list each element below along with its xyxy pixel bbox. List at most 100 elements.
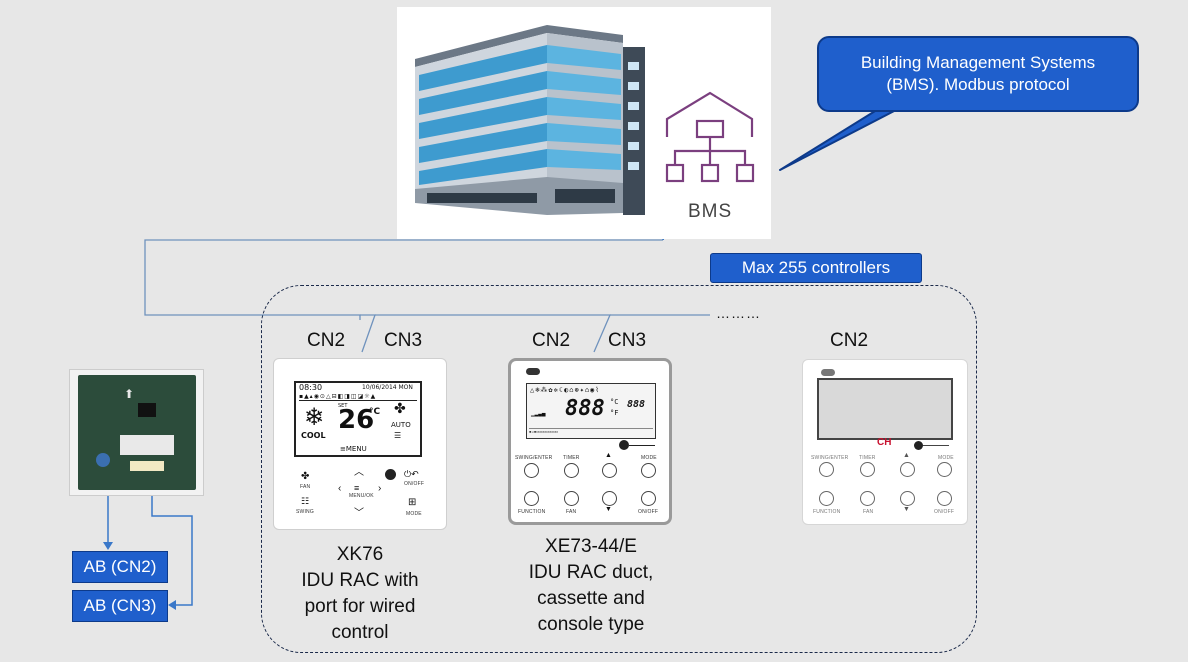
ab-cn2-box: AB (CN2) xyxy=(72,551,168,583)
building-illustration xyxy=(415,25,755,215)
ab-cn3-arrow xyxy=(168,600,176,610)
chevron-down-icon[interactable]: ﹀ xyxy=(354,508,364,519)
chevron-up-icon[interactable]: ︿ xyxy=(354,467,364,478)
xe73-icon-row: △❄⁂✿✲☾◐⌂⊛✦⌂◉⌇ xyxy=(530,386,600,394)
xk76-mode: COOL xyxy=(301,431,326,440)
third-btn-label-1: SWING/ENTER xyxy=(811,455,849,461)
callout-line-1: Building Management Systems xyxy=(860,53,1096,72)
fan-button-label: FAN xyxy=(300,484,311,490)
sensor-dot xyxy=(914,441,923,450)
menu-ok-label: MENU/OK xyxy=(349,493,374,499)
wifi-badge xyxy=(821,369,835,376)
xk76-time: 08:30 xyxy=(299,383,323,392)
xk76-controller: 08:30 10/06/2014 MON ▪▲▴◉⊙△⊟◧◨◫◪☼▲ ❄ COO… xyxy=(273,358,447,530)
sensor-dot xyxy=(619,440,629,450)
third-btn-label-6: FAN xyxy=(863,509,874,515)
swing-icon: ☰ xyxy=(394,431,402,440)
power-icon[interactable]: ⏻↶ xyxy=(404,469,419,479)
third-cn2-label: CN2 xyxy=(830,330,869,351)
bms-network-icon xyxy=(665,91,755,183)
swing-button-icon[interactable]: ☷ xyxy=(301,496,310,506)
xk76-cn2-label: CN2 xyxy=(307,330,346,351)
down-button[interactable] xyxy=(602,491,617,506)
mode-label: MODE xyxy=(406,511,422,517)
bus-line xyxy=(144,239,663,320)
function-button[interactable] xyxy=(819,491,834,506)
xe73-status-row: ▪▫▪▭▭▭▭▭▭▭▭▭ xyxy=(529,428,653,436)
xk76-temp: 26 xyxy=(338,405,375,435)
xe73-btn-label-8: ON/OFF xyxy=(638,509,659,515)
chevron-left-icon[interactable]: ‹ xyxy=(338,483,342,494)
sensor-dot xyxy=(385,469,396,480)
xe73-caption: XE73-44/E IDU RAC duct, cassette and con… xyxy=(505,534,677,638)
mode-button[interactable] xyxy=(641,463,656,478)
sensor-line xyxy=(629,445,655,446)
xk76-unit: °C xyxy=(369,407,381,417)
max-controllers-tag: Max 255 controllers xyxy=(710,253,922,283)
xe73-digits: 888 xyxy=(565,396,605,421)
menu-icon[interactable]: ≡ xyxy=(354,483,360,493)
xe73-caption-line-2: IDU RAC duct, xyxy=(528,562,654,583)
function-button[interactable] xyxy=(524,491,539,506)
up-button[interactable] xyxy=(900,462,915,477)
third-controller: CH SWING/ENTER TIMER ▲ MODE FUNCTION FAN… xyxy=(802,359,968,525)
fan-button[interactable] xyxy=(564,491,579,506)
xe73-unit-f: °F xyxy=(610,409,619,417)
xk76-cn3-label: CN3 xyxy=(384,330,423,351)
xk76-caption-line-4: control xyxy=(331,622,389,643)
snowflake-icon: ❄ xyxy=(304,403,325,431)
swing-enter-button[interactable] xyxy=(524,463,539,478)
third-screen xyxy=(817,378,953,440)
xk76-screen: 08:30 10/06/2014 MON ▪▲▴◉⊙△⊟◧◨◫◪☼▲ ❄ COO… xyxy=(294,381,422,457)
timer-button[interactable] xyxy=(860,462,875,477)
onoff-button[interactable] xyxy=(937,491,952,506)
onoff-button[interactable] xyxy=(641,491,656,506)
ellipsis: ……… xyxy=(716,305,761,321)
pcb-terminal-block xyxy=(120,435,174,455)
xk76-caption-line-3: port for wired xyxy=(304,596,416,617)
pcb-arrow-icon: ⬆ xyxy=(124,387,135,401)
third-btn-label-4: MODE xyxy=(938,455,954,461)
xe73-cn2-label: CN2 xyxy=(532,330,571,351)
third-btn-label-3: ▲ xyxy=(903,452,910,459)
xe73-btn-label-4: MODE xyxy=(641,455,657,461)
mode-button[interactable] xyxy=(937,462,952,477)
wifi-badge xyxy=(526,368,540,375)
fan-button-icon[interactable]: ✤ xyxy=(301,471,310,482)
xe73-unit-c: °C xyxy=(610,398,619,406)
ab-cn3-box: AB (CN3) xyxy=(72,590,168,622)
down-button[interactable] xyxy=(900,491,915,506)
xk76-set-label: SET xyxy=(338,403,348,409)
xe73-btn-label-6: FAN xyxy=(566,509,577,515)
xk76-menu: ≡MENU xyxy=(340,445,367,453)
up-button[interactable] xyxy=(602,463,617,478)
xk76-caption-line-2: IDU RAC with xyxy=(301,570,419,591)
swing-button-label: SWING xyxy=(296,509,314,515)
pcb-label-sticker xyxy=(130,461,164,471)
onoff-label: ON/OFF xyxy=(404,481,425,487)
xk76-fan-label: AUTO xyxy=(391,421,411,429)
brand-logo: CH xyxy=(877,437,892,448)
xk76-date: 10/06/2014 MON xyxy=(362,384,413,391)
xe73-btn-label-1: SWING/ENTER xyxy=(515,455,553,461)
xe73-cn3-label: CN3 xyxy=(608,330,647,351)
swing-enter-button[interactable] xyxy=(819,462,834,477)
xe73-model: XE73-44/E xyxy=(545,536,637,557)
mode-grid-icon[interactable]: ⊞ xyxy=(408,497,417,508)
third-btn-label-8: ON/OFF xyxy=(934,509,955,515)
fan-button[interactable] xyxy=(860,491,875,506)
xe73-caption-line-3: cassette and xyxy=(537,588,645,609)
sensor-line xyxy=(923,445,949,446)
pcb-board: ⬆ xyxy=(78,375,196,490)
pcb-chip xyxy=(138,403,156,417)
xe73-caption-line-4: console type xyxy=(537,614,645,635)
third-btn-label-7: ▼ xyxy=(903,506,910,513)
pcb-capacitor xyxy=(96,453,110,467)
bms-callout: Building Management Systems (BMS). Modbu… xyxy=(817,36,1139,112)
interface-pcb: ⬆ xyxy=(69,369,204,496)
chevron-right-icon[interactable]: › xyxy=(378,483,382,494)
xe73-btn-label-5: FUNCTION xyxy=(518,509,546,515)
xk76-icon-row: ▪▲▴◉⊙△⊟◧◨◫◪☼▲ xyxy=(299,393,417,401)
timer-button[interactable] xyxy=(564,463,579,478)
third-btn-label-5: FUNCTION xyxy=(813,509,841,515)
